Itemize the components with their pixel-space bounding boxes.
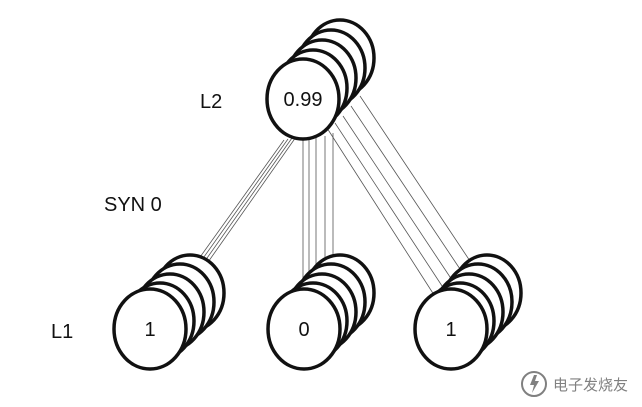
watermark-text: 电子发烧友 bbox=[552, 376, 628, 394]
l1-neuron-3-front bbox=[413, 287, 489, 371]
l1-layer-label: L1 bbox=[51, 321, 74, 343]
l2-neuron-front bbox=[265, 57, 341, 141]
synapse-lines bbox=[174, 95, 477, 300]
l2-layer-label: L2 bbox=[200, 91, 223, 113]
l1-neuron-3-value: 1 bbox=[445, 319, 456, 341]
l1-neuron-1-value: 1 bbox=[144, 319, 155, 341]
electronics-logo-icon bbox=[520, 371, 547, 397]
l1-neuron-stack-1 bbox=[112, 253, 226, 371]
l1-neuron-stack-2 bbox=[266, 253, 376, 371]
l1-neuron-stack-3 bbox=[413, 253, 523, 371]
l2-neuron-stack bbox=[265, 18, 376, 141]
watermark: 电子发烧友 bbox=[519, 369, 628, 399]
l2-neuron-value: 0.99 bbox=[284, 89, 323, 111]
l1-neuron-2-value: 0 bbox=[298, 319, 309, 341]
synapse-label: SYN 0 bbox=[104, 194, 162, 216]
l1-neuron-1-front bbox=[112, 287, 188, 371]
l1-neuron-2-front bbox=[266, 287, 342, 371]
